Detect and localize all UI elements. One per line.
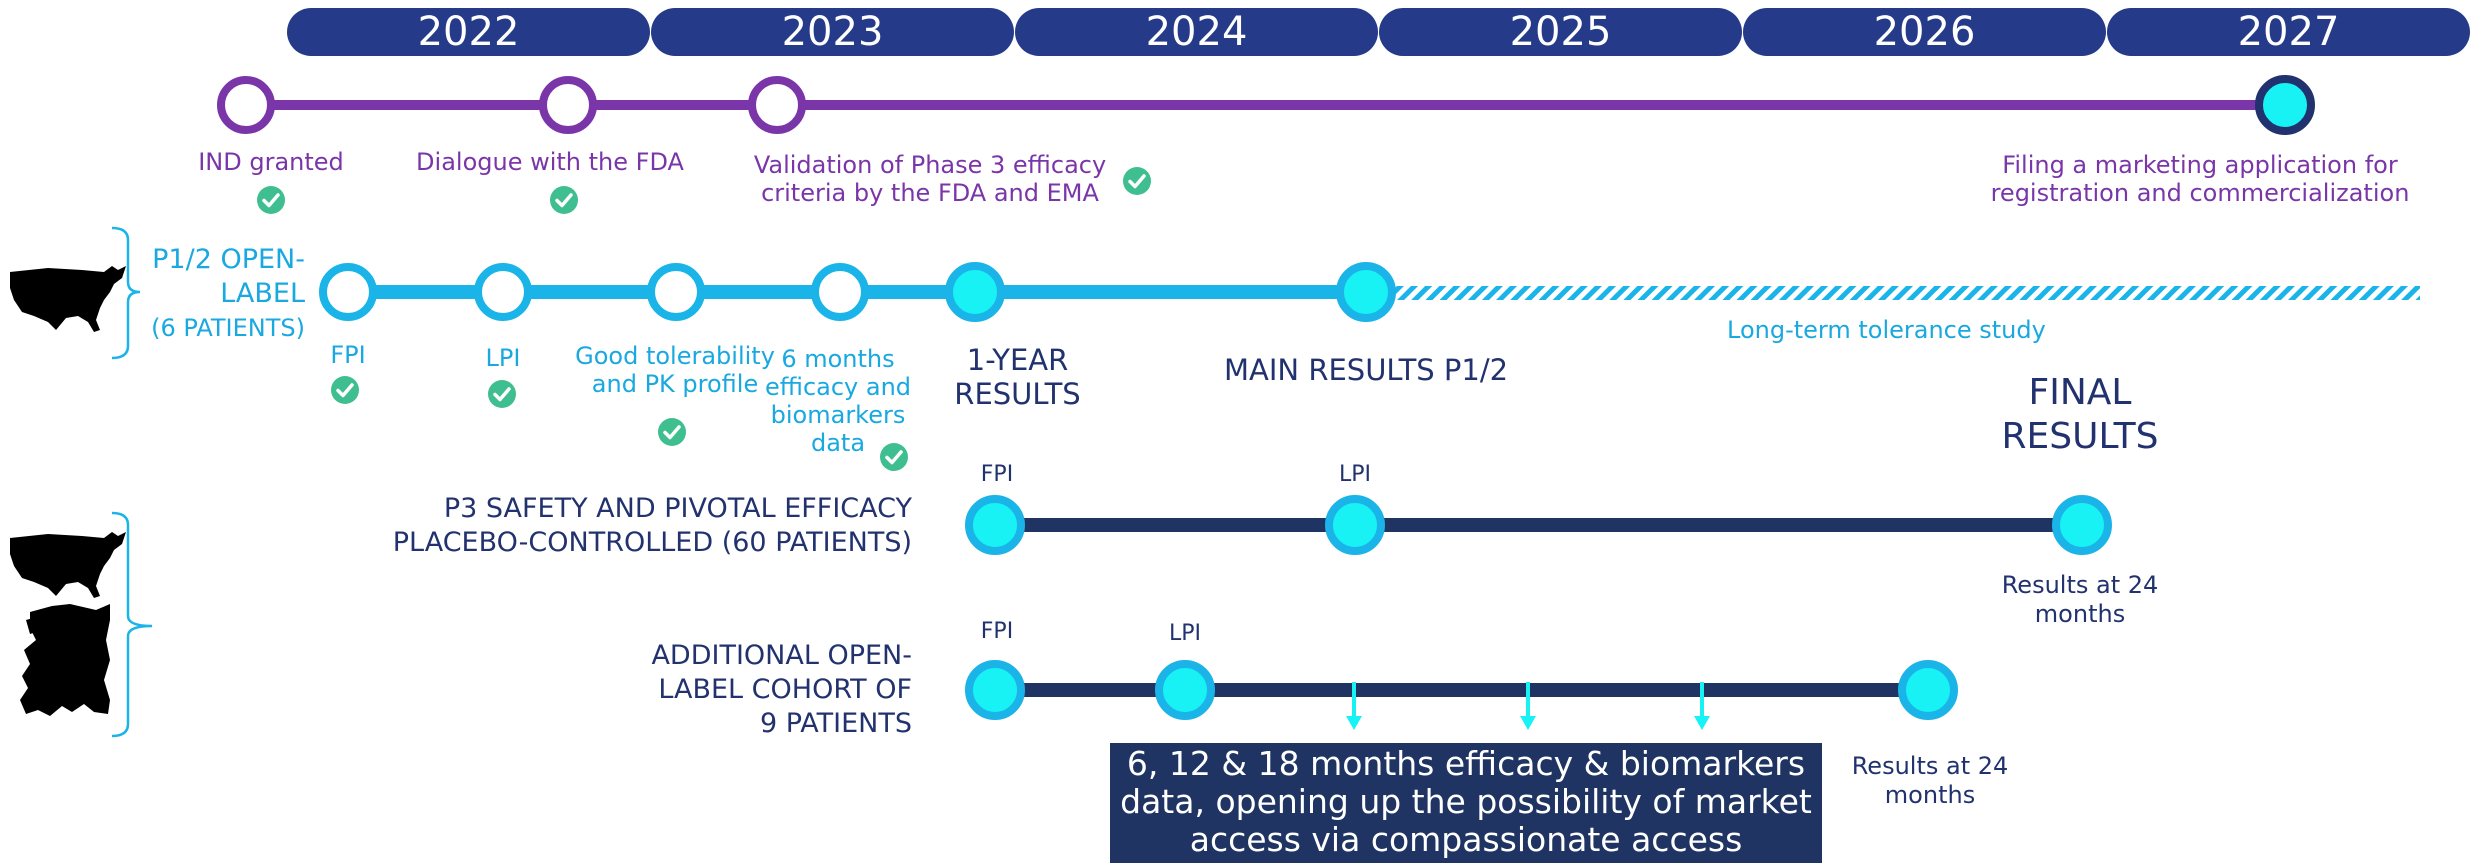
year-2026: 2026 [1743, 8, 2106, 56]
milestone-circle-icon [748, 76, 806, 134]
cohort-fpi-label: FPI [980, 619, 1014, 644]
p12-main-results-label: MAIN RESULTS P1/2 [1224, 353, 1509, 387]
milestone-circle-icon [647, 263, 705, 321]
check-icon [549, 185, 579, 215]
year-2025: 2025 [1379, 8, 1742, 56]
milestone-circle-icon [1898, 660, 1958, 720]
bracket-icon [111, 226, 141, 360]
p3-study-label: P3 SAFETY AND PIVOTAL EFFICACY PLACEBO-C… [392, 493, 912, 558]
usa-map-icon [10, 532, 126, 598]
milestone-circle-icon [811, 263, 869, 321]
p12-6months-label: 6 months efficacy and biomarkers data [764, 345, 912, 457]
milestone-circle-icon [945, 262, 1005, 322]
p12-lpi-label: LPI [485, 344, 521, 372]
label-dialogue-fda: Dialogue with the FDA [416, 148, 684, 176]
check-icon [487, 379, 517, 409]
milestone-circle-icon [965, 495, 1025, 555]
interim-data-box: 6, 12 & 18 months efficacy & biomarkers … [1110, 743, 1822, 863]
milestone-circle-icon [539, 76, 597, 134]
bracket-icon [111, 511, 153, 738]
year-2024: 2024 [1015, 8, 1378, 56]
p12-tolerability-label: Good tolerability and PK profile [575, 342, 775, 398]
p3-results-label: Results at 24 months [2001, 571, 2159, 628]
p3-fpi-label: FPI [980, 462, 1014, 487]
milestone-circle-icon [319, 263, 377, 321]
down-arrow-icon [1346, 682, 1362, 730]
p3-lpi-label: LPI [1338, 462, 1371, 487]
cohort-lpi-label: LPI [1168, 621, 1201, 646]
down-arrow-icon [1520, 682, 1536, 730]
milestone-circle-icon [2052, 495, 2112, 555]
label-validation: Validation of Phase 3 efficacy criteria … [753, 151, 1107, 207]
p12-1year-results-label: 1-YEAR RESULTS [954, 343, 1081, 411]
year-2027: 2027 [2107, 8, 2470, 56]
label-ind-granted: IND granted [198, 148, 344, 176]
year-2023: 2023 [651, 8, 1014, 56]
cohort-results-label: Results at 24 months [1851, 752, 2009, 809]
label-filing: Filing a marketing application for regis… [1990, 151, 2410, 207]
milestone-circle-icon [2255, 75, 2315, 135]
p12-study-label: P1/2 OPEN- LABEL (6 PATIENTS) [151, 244, 305, 342]
cohort-study-label: ADDITIONAL OPEN- LABEL COHORT OF 9 PATIE… [651, 640, 912, 739]
check-icon [657, 417, 687, 447]
milestone-circle-icon [1325, 495, 1385, 555]
milestone-circle-icon [1155, 660, 1215, 720]
long-term-tolerance-label: Long-term tolerance study [1727, 316, 2046, 344]
milestone-circle-icon [474, 263, 532, 321]
final-results-label: FINAL RESULTS [2001, 372, 2159, 457]
year-2022: 2022 [287, 8, 650, 56]
europe-map-icon [20, 604, 110, 716]
check-icon [256, 185, 286, 215]
long-term-hatched-bar [1390, 286, 2420, 300]
milestone-circle-icon [1336, 262, 1396, 322]
check-icon [330, 375, 360, 405]
down-arrow-icon [1694, 682, 1710, 730]
check-icon [1122, 166, 1152, 196]
p12-fpi-label: FPI [330, 341, 366, 369]
milestone-circle-icon [217, 76, 275, 134]
milestone-circle-icon [965, 660, 1025, 720]
usa-map-icon [10, 266, 126, 332]
